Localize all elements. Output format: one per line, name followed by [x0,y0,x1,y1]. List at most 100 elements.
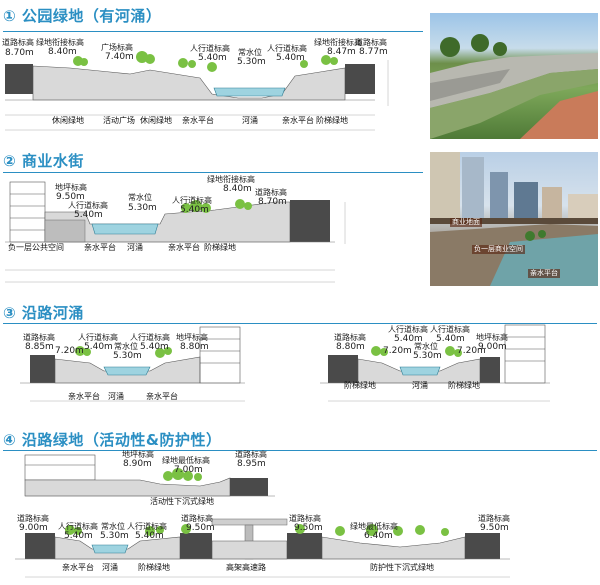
s3l-label-4-name: 常水位 [114,342,138,351]
s3l-label-2-value: 7.20m [55,346,84,356]
section-4-divider [3,450,597,451]
s4b-label-5-value: 9.50m [186,523,215,533]
s4b-label-2-value: 5.40m [64,531,93,541]
s2-label-4-value: 5.40m [180,205,209,215]
s3l-label-1-name: 道路标高 [23,333,55,342]
s2-label-1-name: 地坪标高 [55,183,87,192]
section-2-divider [3,172,423,173]
s3r-zone-1: 阶梯绿地 [344,381,376,390]
s1-zone-4: 亲水平台 [182,116,214,125]
s4b-zone-1: 亲水平台 [62,563,94,572]
s4b-label-1-value: 9.00m [19,523,48,533]
s2-zone-3: 河涌 [127,243,143,252]
s1-label-5-name: 常水位 [238,48,262,57]
s4t-label-2-name: 绿地最低标高 [162,456,210,465]
s3r-zone-3: 阶梯绿地 [448,381,480,390]
s3l-label-6-name: 地坪标高 [176,333,208,342]
section-3-right-diagram [320,324,550,402]
s3r-zone-2: 河涌 [412,381,428,390]
s1-zone-3: 休闲绿地 [140,116,172,125]
s2-label-1-value: 9.50m [56,192,85,202]
s3l-label-5-value: 5.40m [140,342,169,352]
s1-label-4-value: 5.40m [198,53,227,63]
s4b-label-7-value: 6.40m [364,531,393,541]
s3l-label-4-value: 5.30m [113,351,142,361]
section-3-left-diagram [20,326,245,402]
s1-label-4-name: 人行道标高 [190,44,230,53]
s3r-label-3-value: 5.40m [394,334,423,344]
s4b-label-5-name: 道路标高 [181,514,213,523]
section-2-title: ② 商业水街 [3,152,84,170]
s3r-label-4-name: 常水位 [414,342,438,351]
s4b-label-8-value: 9.50m [480,523,509,533]
section-1-diagram [5,51,389,131]
section-1-divider [3,31,423,32]
s1-label-7-value: 8.47m [327,47,356,57]
s4b-label-6-value: 9.50m [294,523,323,533]
s3l-zone-2: 河涌 [108,392,124,401]
section-1-title: ① 公园绿地（有河涌） [3,7,162,25]
section-2-diagram [5,181,346,283]
s2-label-6-name: 道路标高 [255,188,287,197]
s2-label-2-value: 5.40m [74,210,103,220]
s4b-zone-3: 阶梯绿地 [138,563,170,572]
s1-zone-2: 活动广场 [103,116,135,125]
s4t-label-2-value: 7.00m [174,465,203,475]
s3l-label-5-name: 人行道标高 [130,333,170,342]
s2-label-5-value: 8.40m [223,184,252,194]
s1-label-3-value: 7.40m [105,52,134,62]
s2-label-3-name: 常水位 [128,193,152,202]
s1-label-6-name: 人行道标高 [267,44,307,53]
s2-label-5-name: 绿地衔接标高 [207,175,255,184]
s1-label-7-name: 绿地衔接标高 [314,38,362,47]
s3r-label-7-value: 9.00m [478,342,507,352]
s4b-label-8-name: 道路标高 [478,514,510,523]
s1-zone-5: 河涌 [242,116,258,125]
s3r-label-5-name: 人行道标高 [430,325,470,334]
section-4-top-diagram [24,454,275,497]
s3r-label-7-name: 地坪标高 [476,333,508,342]
s4b-zone-4: 高架高速路 [226,563,266,572]
s4b-label-1-name: 道路标高 [17,514,49,523]
s4t-zone-1: 活动性下沉式绿地 [150,497,214,506]
s3r-label-5-value: 5.40m [436,334,465,344]
s1-label-2-name: 绿地衔接标高 [36,38,84,47]
s1-label-1-name: 道路标高 [2,38,34,47]
s4t-label-1-value: 8.90m [123,459,152,469]
s1-zone-6: 亲水平台 [282,116,314,125]
s3r-label-6-value: 7.20m [457,346,486,356]
section-2-photo: 商业地面 负一层商业空间 亲水平台 [430,152,598,286]
s2-photo-tag-3: 亲水平台 [528,269,560,278]
s1-label-1-value: 8.70m [5,48,34,58]
s4b-label-4-name: 人行道标高 [127,522,167,531]
s1-zone-7: 阶梯绿地 [316,116,348,125]
s4b-label-4-value: 5.40m [135,531,164,541]
s4b-label-7-name: 绿地最低标高 [350,522,398,531]
s3l-label-6-value: 8.80m [180,342,209,352]
s3l-zone-3: 亲水平台 [146,392,178,401]
s1-label-8-value: 8.77m [359,47,388,57]
s3l-label-3-name: 人行道标高 [78,333,118,342]
s4b-label-6-name: 道路标高 [289,514,321,523]
s4b-label-3-name: 常水位 [101,522,125,531]
s3l-label-1-value: 8.85m [25,342,54,352]
s3r-label-3-name: 人行道标高 [388,325,428,334]
section-4-bottom-diagram [15,518,510,578]
s2-label-6-value: 8.70m [258,197,287,207]
s4t-label-1-name: 地坪标高 [122,450,154,459]
s4b-label-3-value: 5.30m [100,531,129,541]
s2-zone-1: 负一层公共空间 [8,243,64,252]
section-3-divider [3,323,597,324]
section-4-title: ④ 沿路绿地（活动性&防护性） [3,431,222,449]
s2-label-3-value: 5.30m [128,203,157,213]
s2-label-4-name: 人行道标高 [172,196,212,205]
s3l-label-3-value: 5.40m [84,342,113,352]
s1-zone-1: 休闲绿地 [52,116,84,125]
s3r-label-2-value: 7.20m [383,346,412,356]
s3r-label-4-value: 5.30m [413,351,442,361]
s1-label-6-value: 5.40m [276,53,305,63]
s1-label-3-name: 广场标高 [101,43,133,52]
s2-photo-tag-1: 商业地面 [450,218,482,227]
s3r-label-1-value: 8.80m [336,342,365,352]
s4b-zone-5: 防护性下沉式绿地 [370,563,434,572]
